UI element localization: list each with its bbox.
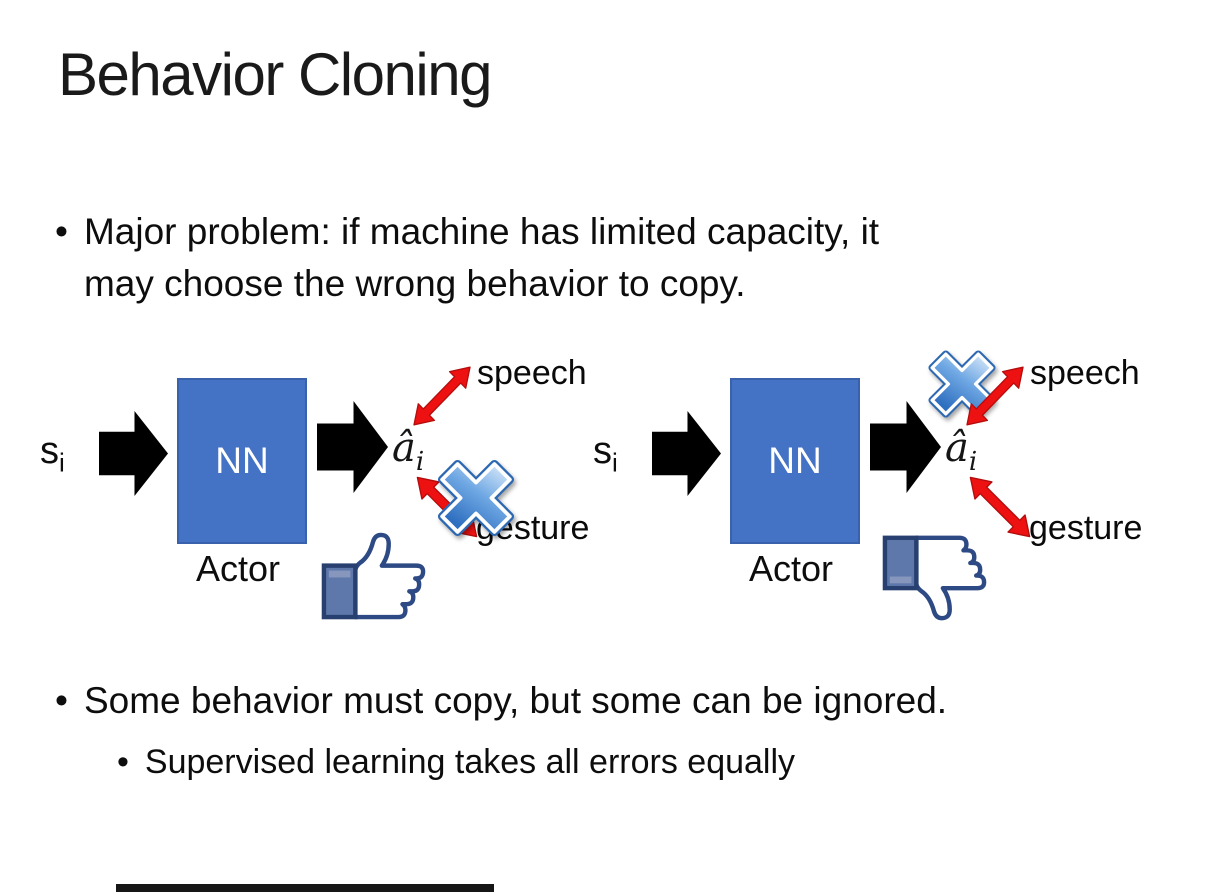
action-output-label: âi (945, 425, 977, 477)
action-symbol: â (392, 425, 416, 471)
gesture-label: gesture (1029, 509, 1143, 547)
state-subscript: i (59, 447, 65, 478)
gesture-double-arrow-icon (969, 476, 1031, 538)
state-input-label: si (40, 430, 65, 479)
speech-double-arrow-icon (966, 366, 1024, 426)
page-title: Behavior Cloning (58, 41, 492, 108)
nn-box: NN (730, 378, 860, 544)
action-subscript: i (968, 447, 978, 477)
cut-off-content-strip (116, 884, 494, 892)
nn-label: NN (215, 440, 269, 481)
state-symbol: s (40, 430, 59, 472)
output-block-arrow-icon (317, 401, 388, 493)
speech-double-arrow-icon (413, 366, 471, 426)
bullet-text-line: Some behavior must copy, but some can be… (83, 680, 948, 721)
bullet-text-line: Major problem: if machine has limited ca… (83, 211, 880, 252)
bullet-supervised-learning: • Supervised learning takes all errors e… (117, 740, 795, 786)
action-symbol: â (945, 425, 969, 471)
behavior-diagram-left: si NN âi speech gesture Actor (30, 340, 655, 640)
bullet-marker: • (117, 743, 129, 781)
input-block-arrow-icon (652, 411, 721, 496)
nn-label: NN (768, 440, 822, 481)
state-input-label: si (593, 430, 618, 479)
thumbs-down-icon (881, 531, 989, 623)
bullet-text-line: may choose the wrong behavior to copy. (83, 262, 746, 304)
blue-cross-icon (434, 454, 518, 542)
bullet-major-problem: • Major problem: if machine has limited … (55, 206, 879, 310)
action-subscript: i (415, 447, 425, 477)
behavior-diagram-right: si NN âi speech gesture Actor (583, 340, 1208, 640)
state-symbol: s (593, 430, 612, 472)
state-subscript: i (612, 447, 618, 478)
nn-box: NN (177, 378, 307, 544)
thumbs-up-icon (320, 530, 428, 624)
bullet-some-behavior: • Some behavior must copy, but some can … (55, 676, 947, 726)
actor-label: Actor (749, 548, 834, 589)
input-block-arrow-icon (99, 411, 168, 496)
bullet-marker: • (55, 211, 68, 252)
actor-label: Actor (196, 548, 281, 589)
bullet-text-line: Supervised learning takes all errors equ… (144, 743, 796, 781)
speech-label: speech (477, 354, 587, 392)
bullet-marker: • (55, 680, 68, 721)
action-output-label: âi (392, 425, 424, 477)
bullet-text: Major problem: if machine has limited ca… (84, 206, 879, 310)
speech-label: speech (1030, 354, 1140, 392)
